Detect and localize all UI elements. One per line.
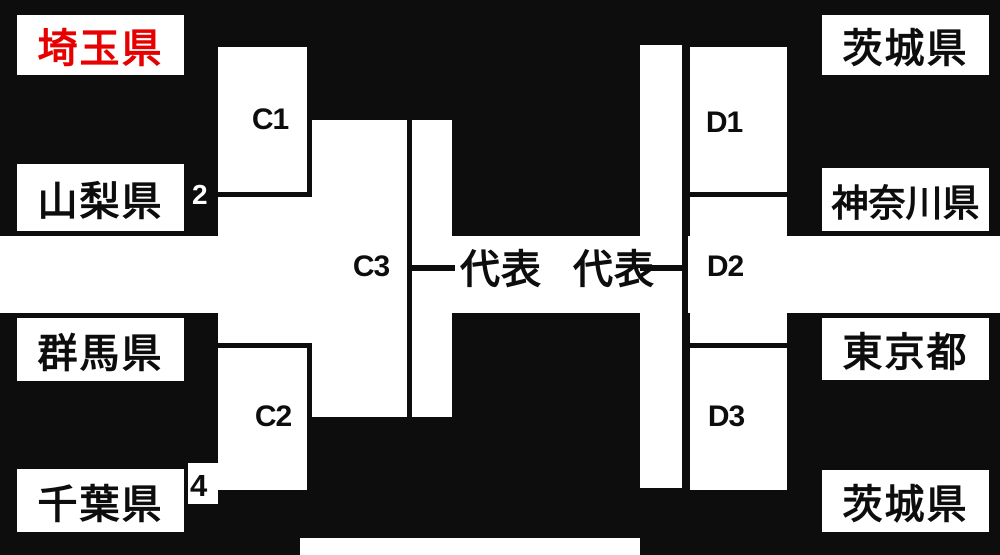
seed-number-2: 2 bbox=[192, 179, 208, 210]
bracket-line-yamanashi-connector bbox=[218, 192, 312, 197]
bracket-line-right-spine bbox=[682, 45, 688, 488]
prefecture-box-chiba: 千葉県 bbox=[12, 464, 189, 537]
prefecture-box-gunma: 群馬県 bbox=[12, 313, 189, 386]
match-label-d1: D1 bbox=[705, 106, 743, 139]
right-round1-column bbox=[690, 47, 787, 490]
bracket-line-match-c2 bbox=[307, 343, 312, 492]
match-label-d3: D3 bbox=[707, 400, 745, 433]
match-label-c3: C3 bbox=[352, 250, 390, 283]
left-round1-column bbox=[218, 47, 307, 490]
match-label-c1: C1 bbox=[251, 103, 289, 136]
left-round2-column bbox=[307, 120, 407, 417]
representative-label-left: 代表 bbox=[460, 248, 542, 292]
bracket-line-d1-connector bbox=[690, 192, 787, 197]
prefecture-box-saitama: 埼玉県 bbox=[12, 10, 189, 80]
prefecture-box-tokyo: 東京都 bbox=[817, 313, 994, 385]
seed-number-4-patch bbox=[188, 463, 218, 504]
bracket-line-left-winner-connector bbox=[407, 265, 455, 271]
seed-number-4: 4 bbox=[190, 468, 208, 503]
bracket-line-right-winner-connector bbox=[640, 265, 682, 271]
bracket-line-d3-connector bbox=[690, 343, 787, 348]
prefecture-box-ibaraki-top: 茨城県 bbox=[817, 10, 994, 80]
match-label-d2: D2 bbox=[706, 250, 744, 283]
representative-label-right: 代表 bbox=[573, 248, 655, 292]
prefecture-box-ibaraki-bottom: 茨城県 bbox=[817, 465, 994, 537]
match-label-c2: C2 bbox=[254, 400, 292, 433]
bracket-line-gunma-connector bbox=[218, 343, 312, 348]
center-white-band bbox=[0, 236, 1000, 313]
bracket-line-match-c1 bbox=[307, 45, 312, 197]
prefecture-box-kanagawa: 神奈川県 bbox=[817, 163, 994, 236]
prefecture-box-yamanashi: 山梨県 bbox=[12, 159, 189, 236]
bottom-white-strip bbox=[300, 538, 640, 555]
